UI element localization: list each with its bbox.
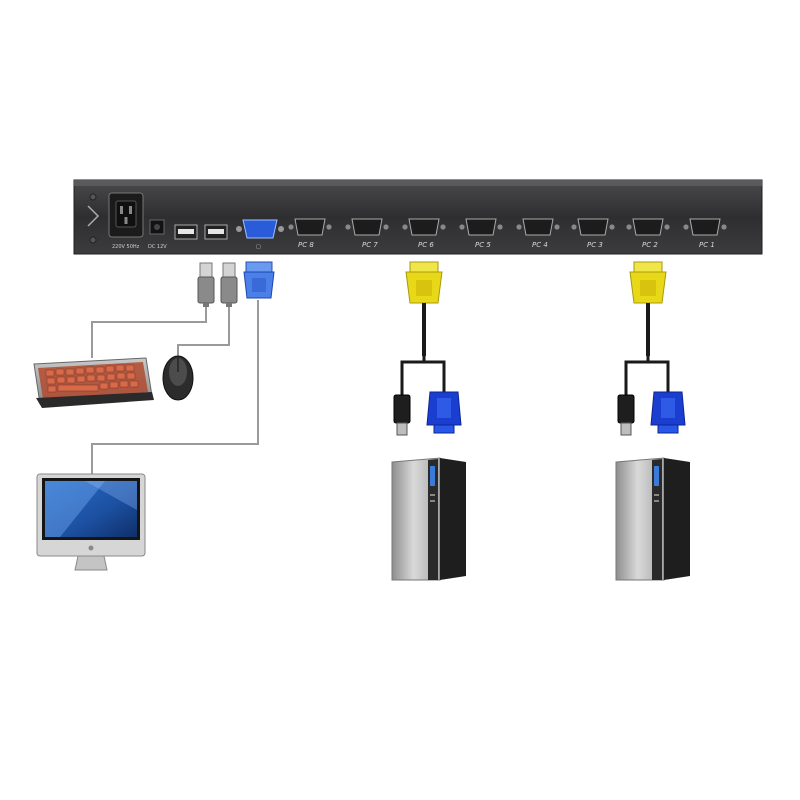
pc-port-group: PC 8 PC 7 PC 6 PC 5 PC 4	[288, 218, 727, 249]
pc-port-2: PC 2	[626, 218, 670, 249]
usb-plug-icon	[393, 394, 411, 436]
pc-port-label: PC 5	[475, 241, 491, 249]
pc-port-label: PC 3	[587, 241, 603, 249]
vga-plug-icon	[243, 261, 275, 299]
pc-port-3: PC 3	[571, 218, 615, 249]
usb-plug-icon	[617, 394, 635, 436]
usb-plug-icon	[197, 262, 215, 307]
pc-port-label: PC 4	[532, 241, 548, 249]
pc-port-4: PC 4	[516, 218, 560, 249]
usb-port-1	[174, 224, 198, 240]
pc-port-8: PC 8	[288, 218, 332, 249]
pc6-cable-set	[393, 261, 462, 436]
vga-console-port	[236, 219, 284, 239]
vga-out-label: □	[256, 244, 261, 250]
pc-port-label: PC 1	[699, 241, 715, 249]
vga-plug-icon	[629, 261, 667, 304]
power-socket-icon	[87, 192, 144, 238]
pc-port-label: PC 2	[642, 241, 658, 249]
pc-tower-icon	[615, 457, 690, 581]
pc-tower-icon	[391, 457, 466, 581]
keyboard-icon	[33, 357, 154, 408]
mouse-icon	[162, 355, 194, 401]
power-label: 220V 50Hz	[112, 244, 140, 250]
kvm-switch-panel: 220V 50Hz DC 12V □ PC 8	[73, 179, 763, 255]
vga-plug-icon	[405, 261, 443, 304]
usb-port-2	[204, 224, 228, 240]
vga-plug-icon	[650, 391, 686, 434]
pc-port-7: PC 7	[345, 218, 389, 249]
monitor-icon	[36, 473, 146, 571]
usb-plug-icon	[220, 262, 238, 307]
pc-port-label: PC 8	[298, 241, 314, 249]
pc-port-6: PC 6	[402, 218, 446, 249]
dc-jack-icon	[149, 219, 165, 235]
pc-port-label: PC 6	[418, 241, 434, 249]
pc-port-1: PC 1	[683, 218, 727, 249]
pc-port-5: PC 5	[459, 218, 503, 249]
vga-plug-icon	[426, 391, 462, 434]
console-cables	[91, 300, 259, 474]
dc-label: DC 12V	[148, 244, 167, 250]
pc2-cable-set	[617, 261, 686, 436]
pc-port-label: PC 7	[362, 241, 378, 249]
